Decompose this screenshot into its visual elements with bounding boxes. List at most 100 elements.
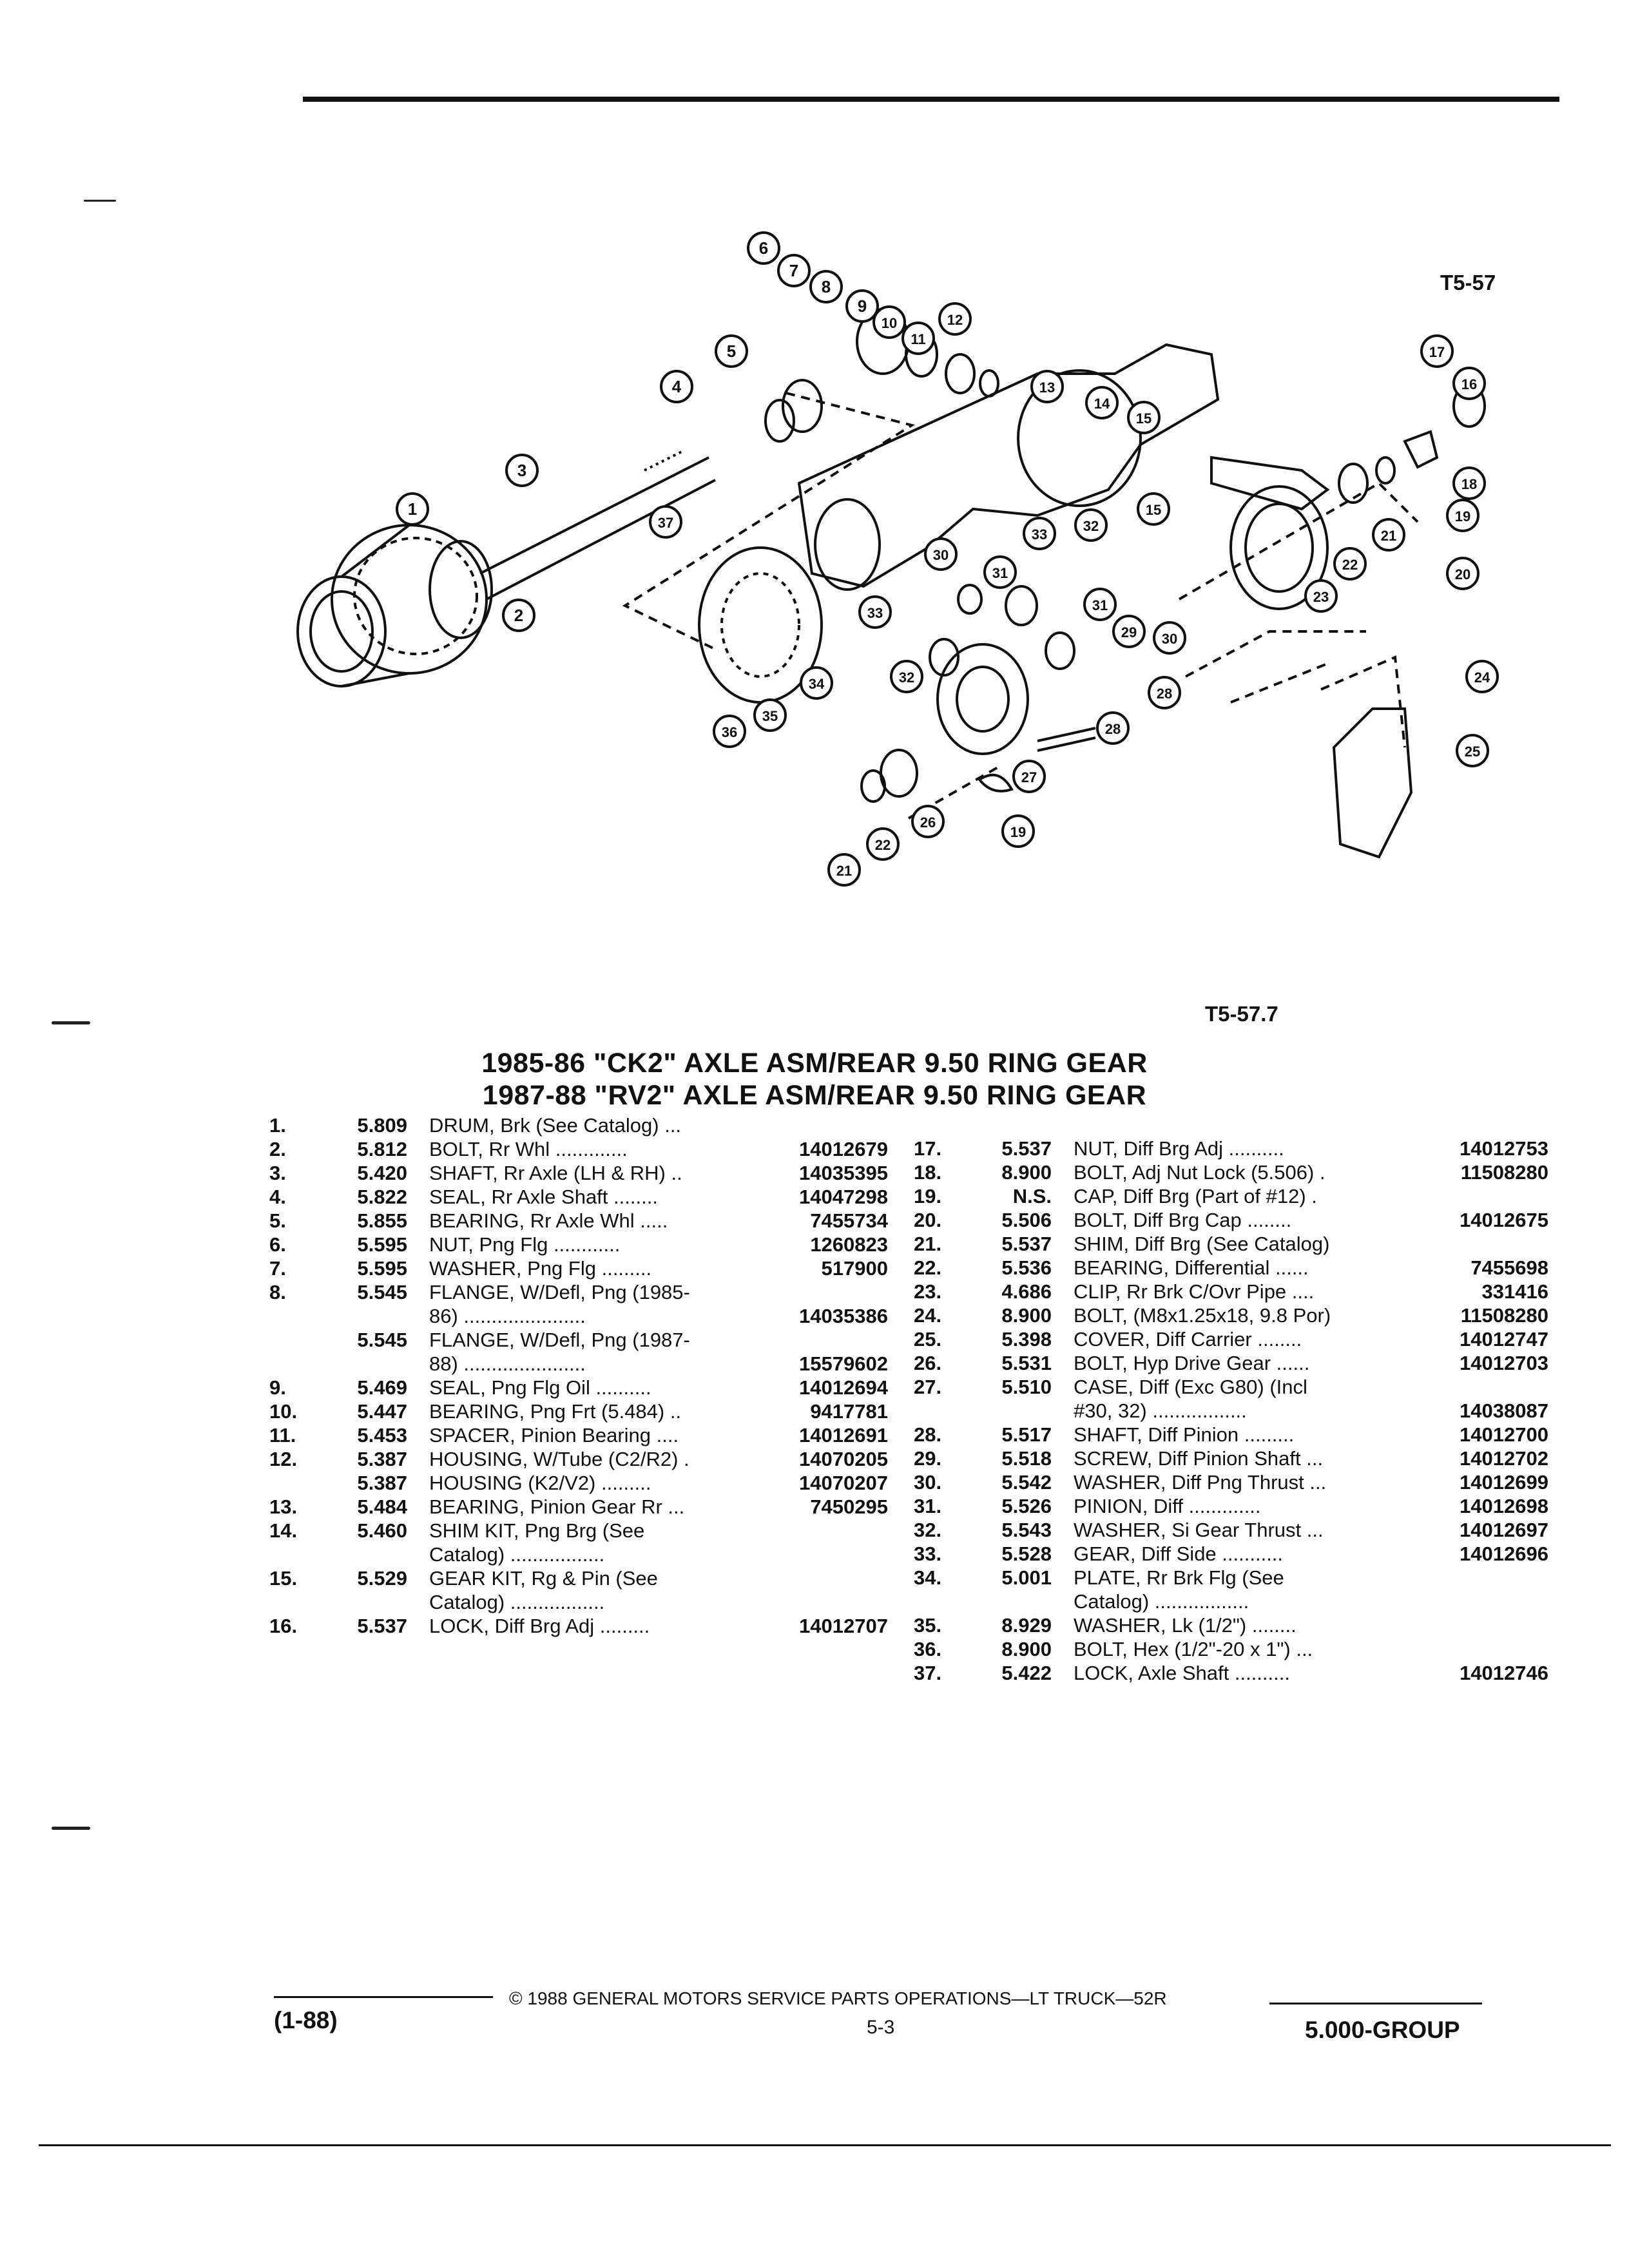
callout-32: 32 — [1074, 508, 1108, 542]
part-catalog-number: 14012697 — [1460, 1519, 1548, 1541]
part-group-code: 5.387 — [357, 1448, 407, 1470]
part-catalog-number: 11508280 — [1460, 1304, 1548, 1327]
part-catalog-number: 14047298 — [799, 1186, 888, 1208]
part-description: BOLT, Hex (1/2"-20 x 1") ... — [1074, 1638, 1313, 1660]
part-description: Catalog) ................. — [429, 1543, 605, 1566]
callout-label: 21 — [1381, 528, 1396, 544]
part-description: 88) ...................... — [429, 1352, 586, 1375]
part-group-code — [348, 1590, 407, 1614]
part-catalog-number: 14012700 — [1460, 1423, 1548, 1446]
part-description: NUT, Diff Brg Adj .......... — [1074, 1137, 1284, 1160]
bottom-rule — [39, 2144, 1611, 2146]
callout-label: 12 — [947, 312, 963, 328]
part-description: BEARING, Differential ...... — [1074, 1256, 1309, 1279]
callout-21: 21 — [1372, 518, 1405, 552]
callout-label: 34 — [809, 676, 825, 692]
part-number-index: 26. — [914, 1352, 942, 1374]
part-catalog-number: 14012698 — [1460, 1495, 1548, 1517]
part-number-index — [914, 1399, 992, 1423]
part-description: HOUSING (K2/V2) ......... — [429, 1472, 651, 1494]
callout-label: 25 — [1465, 744, 1480, 760]
part-description: SCREW, Diff Pinion Shaft ... — [1074, 1447, 1324, 1470]
part-catalog-number: 15579602 — [799, 1352, 888, 1375]
part-number-index: 17. — [914, 1137, 942, 1160]
part-row: Catalog) ................. — [914, 1590, 1548, 1613]
top-rule — [303, 97, 1559, 102]
callout-21: 21 — [827, 853, 861, 887]
callout-1: 1 — [396, 492, 429, 526]
part-number-index: 18. — [914, 1161, 942, 1184]
callout-30: 30 — [924, 537, 958, 571]
callout-23: 23 — [1304, 579, 1338, 613]
axle-housing — [797, 343, 1220, 588]
part-group-code — [992, 1399, 1052, 1423]
callout-label: 15 — [1136, 410, 1152, 427]
callout-2: 2 — [502, 599, 535, 632]
callout-label: 28 — [1105, 721, 1121, 737]
diff-cover — [1332, 707, 1413, 859]
part-number-index: 11. — [269, 1424, 296, 1446]
part-catalog-number: 14012747 — [1460, 1328, 1548, 1350]
part-number-index: 37. — [914, 1662, 942, 1684]
part-row: 19.N.S.CAP, Diff Brg (Part of #12) . — [914, 1184, 1548, 1208]
page-title-2: 1987-88 "RV2" AXLE ASM/REAR 9.50 RING GE… — [482, 1080, 1147, 1111]
callout-30: 30 — [1153, 621, 1186, 655]
part-group-code: 5.855 — [357, 1209, 407, 1232]
callout-label: 9 — [858, 296, 867, 316]
part-number-index: 6. — [269, 1233, 286, 1256]
part-catalog-number: 14070207 — [799, 1472, 888, 1494]
part-description: PINION, Diff ............. — [1074, 1495, 1261, 1517]
figure-label-bottom: T5-57.7 — [1205, 1002, 1278, 1026]
callout-label: 15 — [1146, 502, 1161, 518]
callout-label: 2 — [514, 606, 523, 625]
bearing — [782, 379, 823, 433]
callout-label: 28 — [1157, 686, 1172, 702]
callout-label: 8 — [822, 277, 831, 296]
part-number-index: 14. — [269, 1519, 298, 1542]
part-catalog-number: 14012675 — [1460, 1209, 1548, 1231]
callout-35: 35 — [753, 698, 787, 732]
part-number-index: 31. — [914, 1495, 942, 1517]
callout-label: 10 — [882, 315, 897, 331]
callout-3: 3 — [505, 454, 539, 487]
callout-34: 34 — [800, 666, 833, 700]
footer-rule-left — [274, 1996, 493, 1998]
part-description: BOLT, Adj Nut Lock (5.506) . — [1074, 1161, 1325, 1184]
part-group-code: 5.542 — [1001, 1471, 1052, 1494]
part-group-code: 5.398 — [1001, 1328, 1052, 1350]
callout-31: 31 — [983, 555, 1017, 589]
part-description: GEAR, Diff Side ........... — [1074, 1542, 1284, 1565]
part-group-code — [992, 1590, 1052, 1613]
part-description: DRUM, Brk (See Catalog) ... — [429, 1114, 682, 1137]
part-number-index: 15. — [269, 1567, 298, 1590]
callout-label: 13 — [1039, 380, 1055, 396]
part-group-code: 4.686 — [1001, 1280, 1052, 1303]
drive-pinion — [1210, 456, 1330, 511]
part-number-index: 28. — [914, 1423, 942, 1446]
part-number-index — [269, 1352, 348, 1376]
callout-11: 11 — [901, 322, 935, 355]
part-number-index: 13. — [269, 1495, 298, 1518]
axle-flange — [429, 540, 493, 639]
part-number-index: 36. — [914, 1638, 942, 1660]
part-catalog-number: 14035395 — [799, 1162, 888, 1184]
part-catalog-number: 14012707 — [799, 1615, 888, 1637]
part-group-code — [348, 1542, 407, 1566]
part-catalog-number: 14012699 — [1460, 1471, 1548, 1494]
callout-18: 18 — [1452, 466, 1486, 500]
part-description: GEAR KIT, Rg & Pin (See — [429, 1567, 658, 1590]
callout-36: 36 — [713, 715, 746, 748]
part-group-code: 5.387 — [357, 1472, 407, 1494]
